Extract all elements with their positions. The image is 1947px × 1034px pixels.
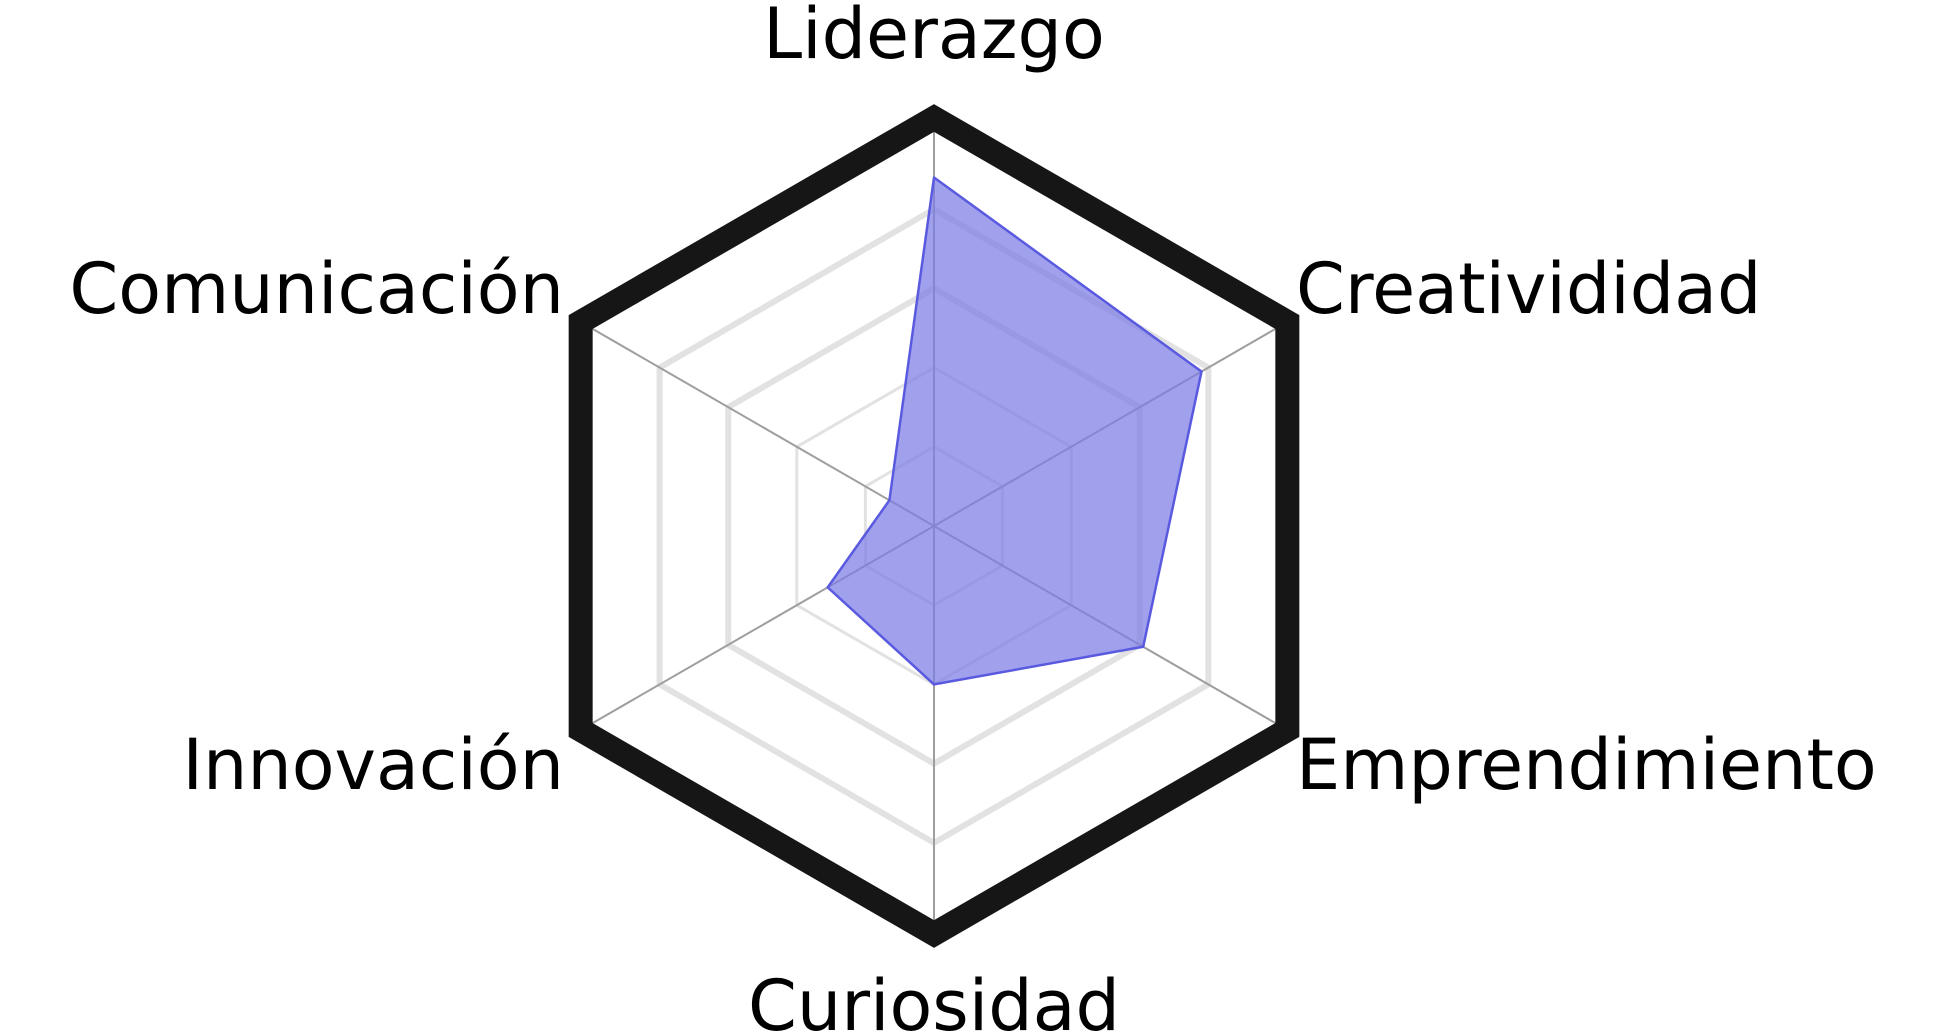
spoke-comunicacion <box>590 327 935 527</box>
series-layer <box>826 176 1203 686</box>
axis-label-comunicacion: Comunicación <box>69 248 564 330</box>
data-point-creativididad <box>1200 371 1202 373</box>
data-point-innovacion <box>827 586 829 588</box>
axis-label-creativididad: Creativididad <box>1296 248 1762 330</box>
data-point-comunicacion <box>888 499 890 501</box>
data-point-curiosidad <box>933 683 935 685</box>
data-point-emprendimiento <box>1142 646 1144 648</box>
label-layer: LiderazgoCreativididadEmprendimientoCuri… <box>69 0 1876 1034</box>
data-point-liderazgo <box>933 177 935 179</box>
outer-frame <box>568 104 1300 948</box>
frame-layer <box>568 104 1300 948</box>
axis-label-emprendimiento: Emprendimiento <box>1296 724 1877 806</box>
axis-label-curiosidad: Curiosidad <box>748 965 1120 1034</box>
axis-label-innovacion: Innovación <box>182 724 564 806</box>
axis-label-liderazgo: Liderazgo <box>763 0 1105 75</box>
